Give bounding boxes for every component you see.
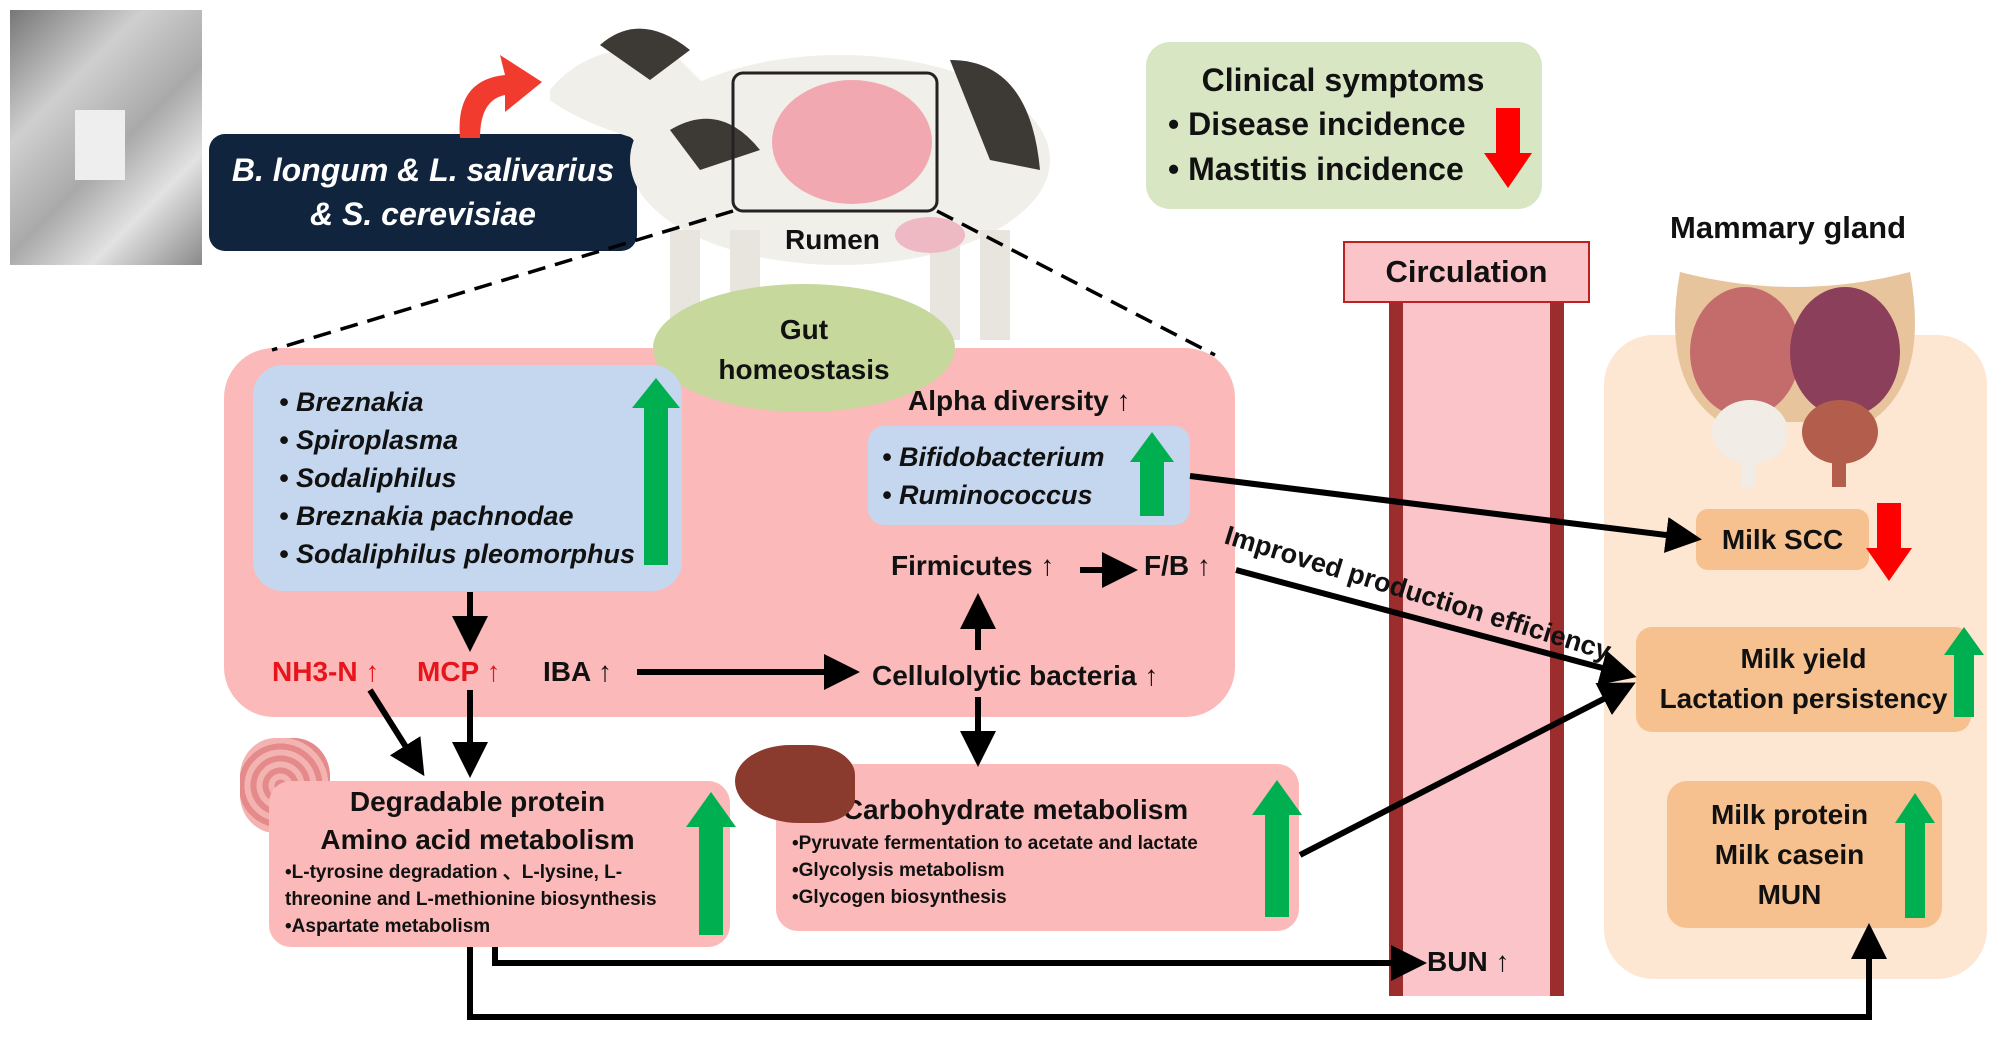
supplement-line2: & S. cerevisiae bbox=[310, 196, 536, 232]
gut-line2: homeostasis bbox=[718, 354, 890, 385]
up-arrow-icon bbox=[632, 378, 680, 565]
down-arrow-icon bbox=[1484, 108, 1532, 188]
supplement-label: B. longum & L. salivarius & S. cerevisia… bbox=[209, 134, 637, 251]
bun: BUN ↑ bbox=[1427, 946, 1510, 977]
nh3n: NH3-N ↑ bbox=[272, 656, 380, 687]
bifido-box: • Bifidobacterium • Ruminococcus bbox=[868, 426, 1190, 525]
firmicutes: Firmicutes ↑ bbox=[891, 550, 1055, 581]
carb-item: •Pyruvate fermentation to acetate and la… bbox=[792, 833, 1198, 854]
milk-yield: Milk yield bbox=[1740, 643, 1867, 674]
milk-protein: Milk protein bbox=[1710, 799, 1869, 830]
milk-scc: Milk SCC bbox=[1721, 524, 1844, 555]
cellulolytic-bacteria: Cellulolytic bacteria ↑ bbox=[872, 660, 1159, 691]
lactation-persistency: Lactation persistency bbox=[1659, 683, 1948, 714]
protein-title1: Degradable protein bbox=[349, 786, 606, 817]
liver-icon bbox=[735, 745, 855, 823]
clinical-item: • Mastitis incidence bbox=[1168, 151, 1464, 187]
gut-homeostasis-ellipse: Gut homeostasis bbox=[653, 284, 955, 412]
bacteria-item: • Sodaliphilus bbox=[279, 463, 457, 493]
milk-casein: Milk casein bbox=[1714, 839, 1865, 870]
carb-item: •Glycogen biosynthesis bbox=[792, 887, 1007, 908]
carb-metabolism-box: Carbohydrate metabolism •Pyruvate fermen… bbox=[776, 764, 1299, 931]
milk-yield-box: Milk yield Lactation persistency bbox=[1636, 627, 1971, 732]
bifido-item: • Bifidobacterium bbox=[882, 442, 1105, 472]
bifido-item: • Ruminococcus bbox=[882, 480, 1093, 510]
alpha-diversity: Alpha diversity ↑ bbox=[908, 385, 1131, 416]
bacteria-item: • Breznakia pachnodae bbox=[279, 501, 574, 531]
protein-item: •L-tyrosine degradation 、L-lysine, L-thr… bbox=[285, 862, 657, 910]
down-arrow-icon bbox=[1866, 503, 1912, 581]
carb-title: Carbohydrate metabolism bbox=[842, 794, 1189, 825]
protein-item: •Aspartate metabolism bbox=[285, 916, 491, 937]
mun: MUN bbox=[1757, 879, 1822, 910]
milk-protein-box: Milk protein Milk casein MUN bbox=[1667, 781, 1942, 928]
fb-ratio: F/B ↑ bbox=[1144, 550, 1211, 581]
bacteria-item: • Spiroplasma bbox=[279, 425, 459, 455]
protein-title2: Amino acid metabolism bbox=[320, 824, 635, 855]
up-arrow-icon bbox=[1130, 432, 1174, 516]
clinical-item: • Disease incidence bbox=[1168, 106, 1466, 142]
clinical-title: Clinical symptoms bbox=[1201, 62, 1485, 98]
up-arrow-icon bbox=[1944, 627, 1984, 717]
supplement-line1: B. longum & L. salivarius bbox=[231, 152, 615, 188]
red-curved-arrow-icon bbox=[459, 55, 542, 138]
rumen-label: Rumen bbox=[785, 224, 880, 255]
mammary-gland-illustration bbox=[1675, 272, 1915, 487]
supplement-bag-photo bbox=[10, 10, 202, 265]
milk-scc-box: Milk SCC bbox=[1696, 509, 1869, 570]
clinical-symptoms-box: Clinical symptoms • Disease incidence • … bbox=[1146, 42, 1542, 209]
up-arrow-icon bbox=[686, 792, 736, 935]
iba: IBA ↑ bbox=[543, 656, 612, 687]
bacteria-item: • Sodaliphilus pleomorphus bbox=[279, 539, 635, 569]
gut-line1: Gut bbox=[779, 314, 829, 345]
bacteria-item: • Breznakia bbox=[279, 387, 424, 417]
carb-item: •Glycolysis metabolism bbox=[792, 860, 1005, 881]
mcp: MCP ↑ bbox=[417, 656, 501, 687]
mammary-title: Mammary gland bbox=[1670, 210, 1907, 245]
circulation-label: Circulation bbox=[1343, 241, 1590, 303]
up-arrow-icon bbox=[1895, 793, 1935, 918]
protein-metabolism-box: Degradable protein Amino acid metabolism… bbox=[269, 781, 730, 947]
bacteria-box: • Breznakia • Spiroplasma • Sodaliphilus… bbox=[253, 365, 682, 591]
up-arrow-icon bbox=[1252, 780, 1302, 917]
